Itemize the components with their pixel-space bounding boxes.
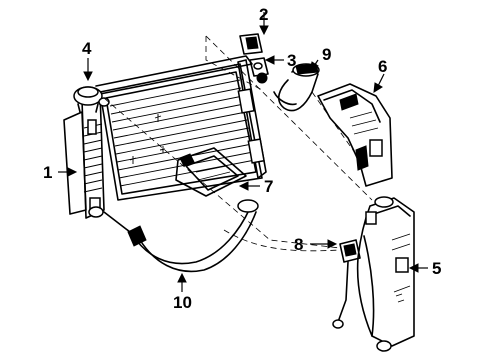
callout-8: 8	[294, 235, 303, 254]
coolant-reservoir	[356, 196, 415, 352]
reservoir-bracket	[317, 83, 393, 187]
callout-5: 5	[432, 259, 441, 278]
radiator-upper-brackets	[239, 33, 269, 84]
callout-6: 6	[378, 57, 387, 76]
leader-lines	[58, 12, 428, 292]
callout-1: 1	[43, 163, 52, 182]
callout-7: 7	[264, 177, 273, 196]
callout-2: 2	[259, 5, 268, 24]
callout-4: 4	[82, 39, 92, 58]
hose-routing-lines	[103, 35, 373, 252]
callout-9: 9	[322, 45, 331, 64]
coolant-level-sensor	[332, 239, 361, 329]
callout-10: 10	[173, 293, 192, 312]
radiator-cap	[73, 86, 103, 113]
radiator-left-tank	[63, 91, 105, 219]
air-deflector	[175, 147, 247, 197]
callout-3: 3	[287, 51, 296, 70]
callout-labels: 1 2 3 4 5 6 7 8 9 10	[43, 5, 441, 312]
filler-neck-fitting	[98, 97, 110, 107]
upper-radiator-hose	[273, 63, 320, 112]
lower-radiator-hose	[103, 199, 259, 273]
